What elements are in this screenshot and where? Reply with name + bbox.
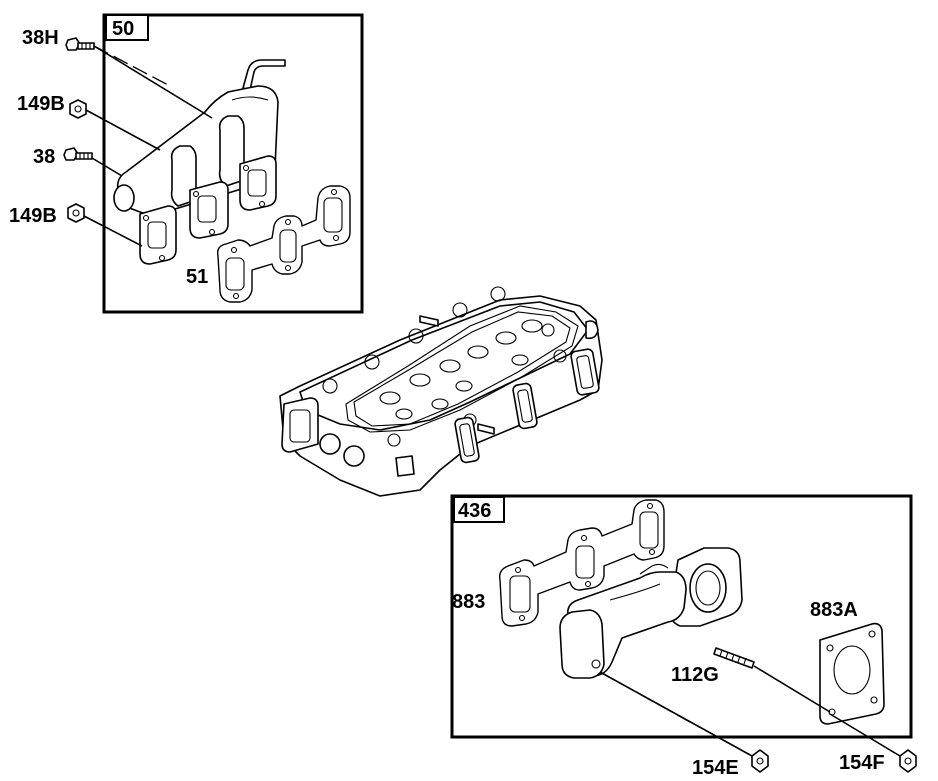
nut-149B-top bbox=[69, 99, 87, 119]
leader-112G bbox=[753, 665, 831, 713]
cylinder-head bbox=[279, 286, 603, 497]
intake-manifold bbox=[113, 59, 286, 265]
callout-883A: 883A bbox=[810, 599, 858, 621]
callout-154E: 154E bbox=[692, 757, 739, 779]
bolt-38H bbox=[65, 37, 95, 51]
callout-883: 883 bbox=[452, 591, 485, 613]
nut-149B-bottom bbox=[67, 203, 85, 223]
leader-38H bbox=[93, 45, 213, 119]
callout-51: 51 bbox=[186, 266, 208, 288]
callout-154F: 154F bbox=[839, 752, 885, 774]
callout-149B-top: 149B bbox=[17, 93, 65, 115]
callout-149B-bottom: 149B bbox=[9, 205, 57, 227]
gasket-883-shape bbox=[498, 499, 665, 627]
group-50-frame: 50 bbox=[102, 13, 364, 314]
bolt-38 bbox=[63, 147, 93, 161]
group-436-tag: 436 bbox=[458, 500, 491, 522]
group-50-tag: 50 bbox=[112, 18, 134, 40]
egr-adapter-manifold bbox=[559, 547, 743, 679]
nut-154F bbox=[899, 749, 917, 773]
callout-38H: 38H bbox=[22, 27, 59, 49]
leader-149B-bottom bbox=[83, 215, 143, 247]
leader-149B-top bbox=[85, 109, 161, 151]
nut-154E bbox=[751, 749, 769, 773]
gasket-51-shape bbox=[216, 185, 351, 303]
callout-112G: 112G bbox=[671, 664, 719, 686]
leader-38 bbox=[91, 157, 123, 177]
callout-38: 38 bbox=[33, 146, 55, 168]
group-436-frame: 436 bbox=[450, 494, 913, 739]
dash-154E bbox=[599, 671, 691, 723]
stud-112G bbox=[713, 647, 755, 669]
plate-883A-shape bbox=[819, 622, 885, 725]
leader-154F bbox=[829, 713, 901, 757]
dash-38H bbox=[93, 45, 171, 87]
